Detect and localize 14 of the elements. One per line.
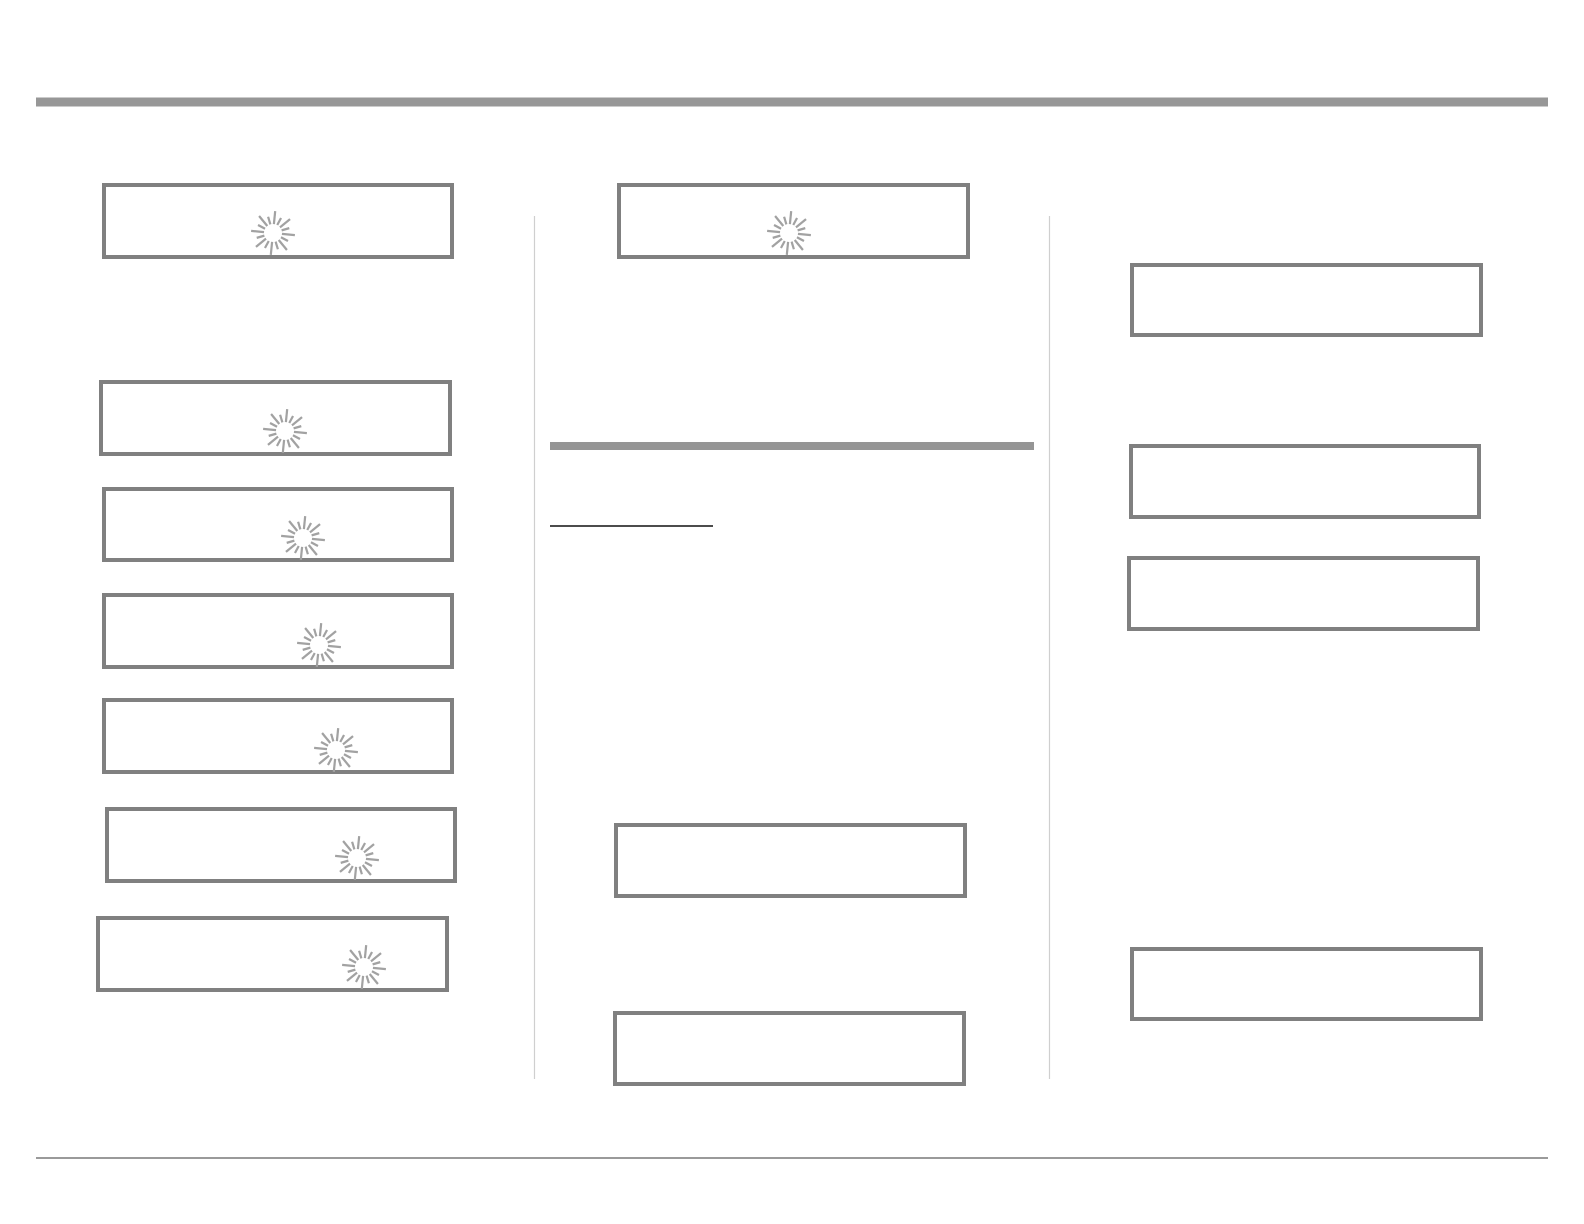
display-frame: [1130, 947, 1483, 1021]
display-frame: [1129, 444, 1481, 519]
display-frame: [96, 916, 449, 992]
display-frame: [102, 698, 454, 774]
display-frame: [105, 807, 457, 883]
display-frame: [102, 183, 454, 259]
display-frame: [1127, 556, 1480, 631]
display-frame: [614, 823, 967, 898]
display-frame: [99, 380, 452, 456]
display-frame: [617, 183, 970, 259]
display-frame: [613, 1011, 966, 1086]
display-frame: [1130, 263, 1483, 337]
display-frame: [102, 487, 454, 562]
display-frame: [102, 593, 454, 669]
